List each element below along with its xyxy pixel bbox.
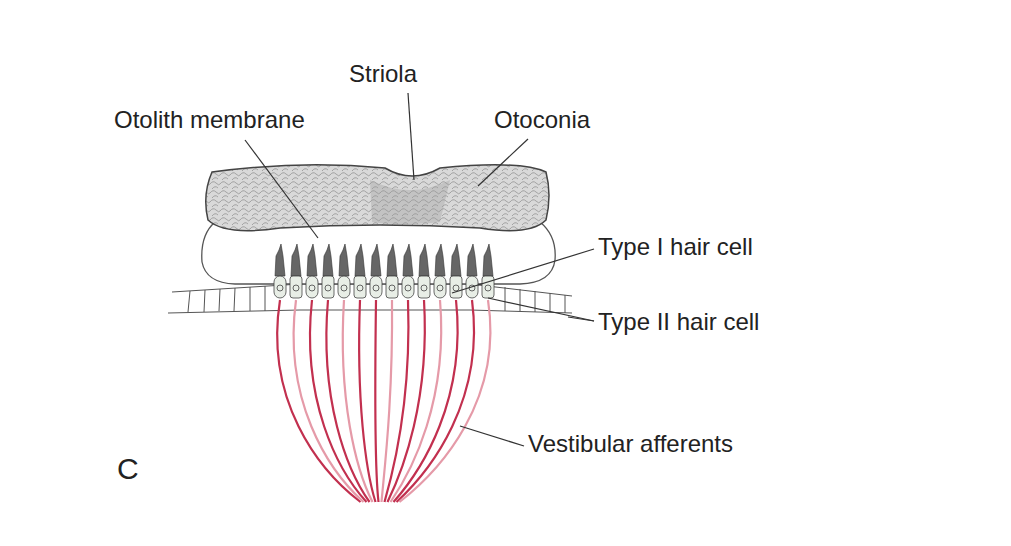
vestibular-afferents xyxy=(277,300,490,502)
otolith-membrane xyxy=(202,222,555,284)
leader-lines xyxy=(245,93,594,446)
panel-letter: C xyxy=(117,452,139,487)
membrane-label: Otolith membrane xyxy=(114,106,305,134)
striola-region xyxy=(370,180,450,224)
otoconia-mass xyxy=(206,165,549,231)
striola-label: Striola xyxy=(349,60,417,88)
type2-label: Type II hair cell xyxy=(598,308,759,336)
type1-label: Type I hair cell xyxy=(598,233,753,261)
otoconia-label: Otoconia xyxy=(494,106,590,134)
afferents-label: Vestibular afferents xyxy=(528,430,733,458)
